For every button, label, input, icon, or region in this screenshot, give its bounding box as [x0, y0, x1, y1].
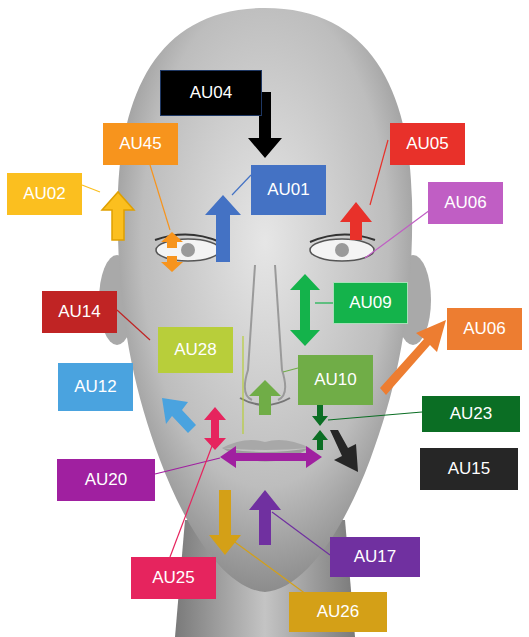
au-code: AU23: [450, 405, 493, 424]
eye: [156, 239, 220, 261]
au-label-box: AU26: [289, 592, 387, 632]
au-code: AU05: [406, 135, 449, 154]
au-code: AU45: [119, 135, 162, 154]
au-code: AU04: [190, 84, 233, 103]
eyelash: [310, 234, 375, 242]
au-code: AU10: [314, 371, 357, 390]
au-code: AU17: [354, 548, 397, 567]
au-label-box: AU05: [390, 123, 465, 165]
iris: [335, 243, 349, 257]
au-label-box: AU14: [42, 291, 117, 333]
au-label-box: AU20: [57, 459, 155, 501]
au-label-box: AU28: [158, 327, 233, 373]
au-code: AU28: [174, 341, 217, 360]
au-label-box: AU12: [58, 363, 133, 411]
au-label-box: AU23: [422, 396, 520, 432]
au-code: AU06: [444, 194, 487, 213]
iris: [181, 243, 195, 257]
au-code: AU26: [317, 603, 360, 622]
au-code: AU06: [463, 320, 506, 339]
au-label-box: AU01: [251, 165, 326, 215]
au-code: AU02: [23, 185, 66, 204]
au-code: AU20: [85, 471, 128, 490]
au-label-box: AU15: [420, 448, 518, 490]
nose: [245, 265, 285, 400]
au-code: AU01: [267, 181, 310, 200]
au-code: AU09: [349, 294, 392, 313]
leader-lines: [82, 80, 430, 597]
au-label-box: AU04: [160, 70, 262, 116]
au-label-box: AU02: [7, 173, 82, 215]
au-code: AU25: [152, 569, 195, 588]
au-label-box: AU17: [330, 537, 420, 577]
au-code: AU12: [74, 378, 117, 397]
au-label-box: AU10: [298, 355, 373, 405]
au-code: AU14: [58, 303, 101, 322]
au-label-box: AU06: [447, 308, 522, 350]
au-label-box: AU45: [103, 123, 178, 165]
eye: [310, 239, 374, 261]
au-code: AU15: [448, 460, 491, 479]
au-label-box: AU09: [333, 282, 408, 324]
head: [118, 8, 412, 592]
au-label-box: AU25: [131, 557, 216, 599]
au-label-box: AU06: [428, 182, 503, 224]
